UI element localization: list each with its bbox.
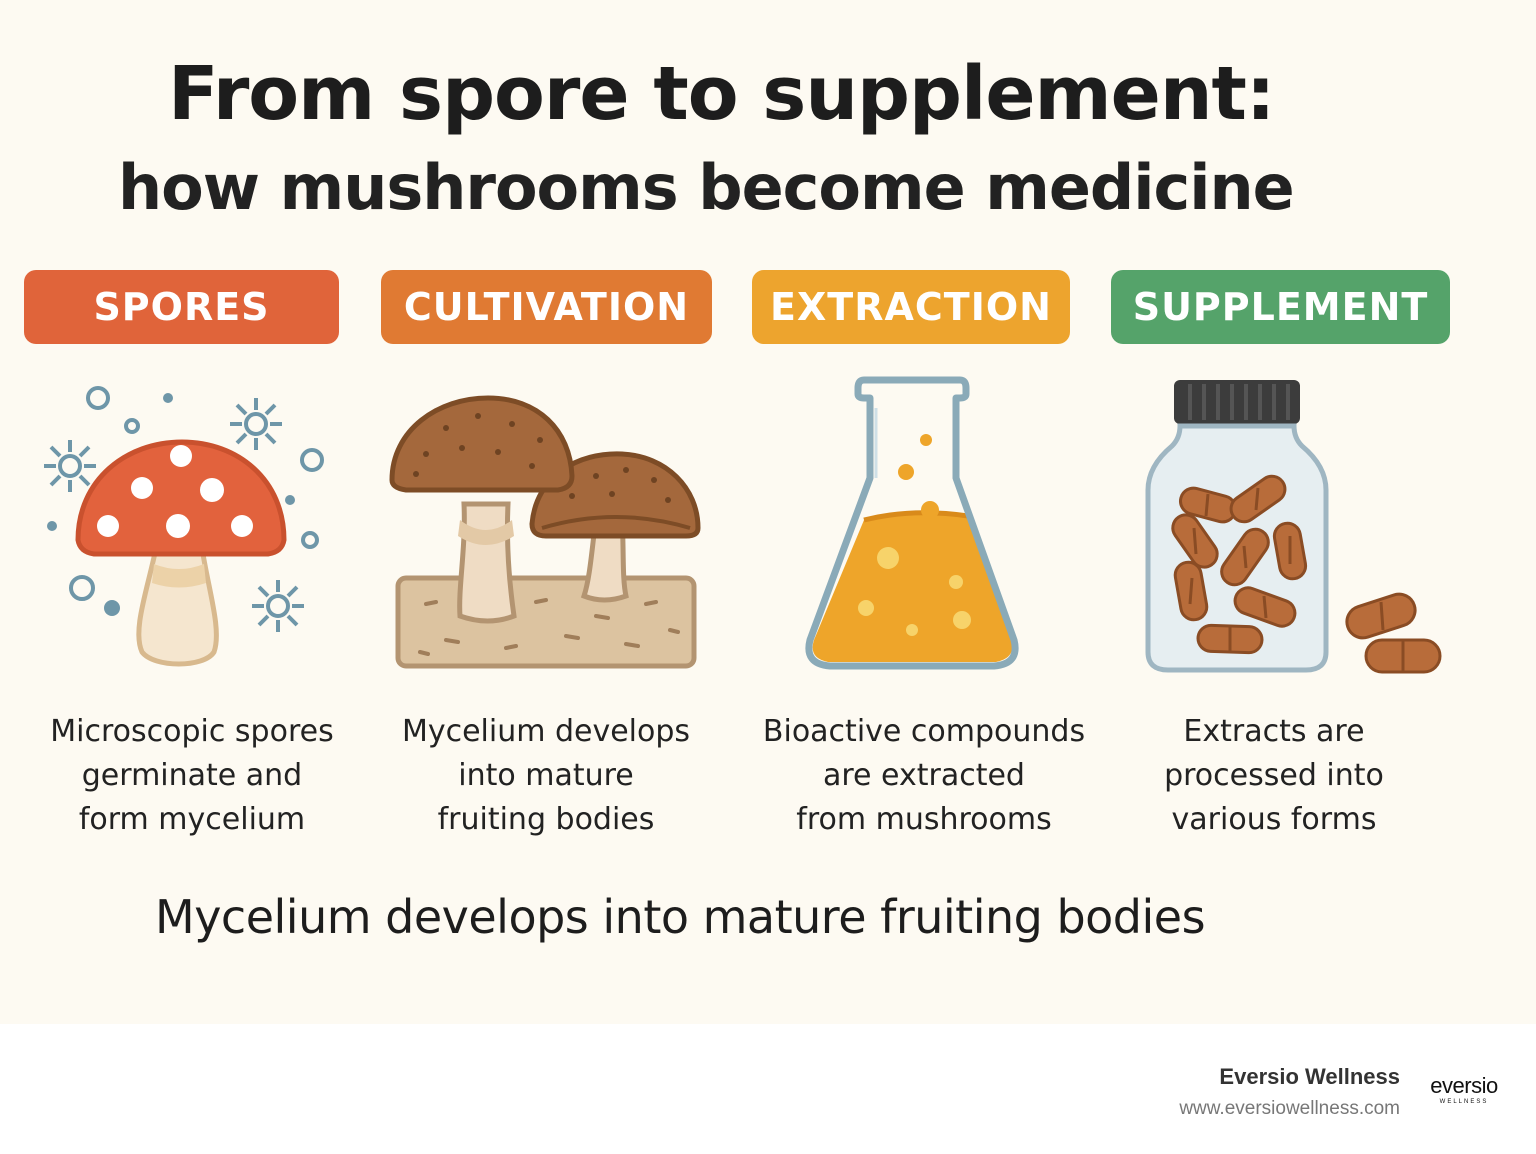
page-title: From spore to supplement: [168, 51, 1275, 137]
capsule-jar-icon [1145, 380, 1442, 674]
stage-badge-cultivation: CULTIVATION [381, 270, 712, 344]
stage-badge-supplement: SUPPLEMENT [1111, 270, 1450, 344]
stage-description-cultivation: Mycelium develops into mature fruiting b… [401, 714, 691, 837]
brand-logo: eversio WELLNESS [1424, 1074, 1504, 1106]
stage-badge-spores: SPORES [24, 270, 339, 344]
stage-description-spores: Microscopic spores germinate and form my… [50, 714, 334, 837]
footer-url[interactable]: www.eversiowellness.com [1179, 1098, 1400, 1119]
flask-icon [805, 376, 1019, 670]
footer-brand-name: Eversio Wellness [1219, 1064, 1400, 1089]
page-subtitle: how mushrooms become medicine [118, 151, 1295, 224]
logo-subtitle: WELLNESS [1439, 1099, 1489, 1105]
infographic-canvas: From spore to supplement: how mushrooms … [0, 0, 1536, 1024]
mushrooms-on-substrate-icon [389, 395, 701, 669]
stage-badge-extraction: EXTRACTION [752, 270, 1070, 344]
caption: Mycelium develops into mature fruiting b… [155, 890, 1206, 944]
stage-description-supplement: Extracts are processed into various form… [1164, 714, 1384, 837]
spotted-mushroom-icon [44, 386, 324, 667]
logo-wordmark: eversio [1430, 1073, 1498, 1098]
stage-description-extraction: Bioactive compounds are extracted from m… [762, 714, 1086, 837]
